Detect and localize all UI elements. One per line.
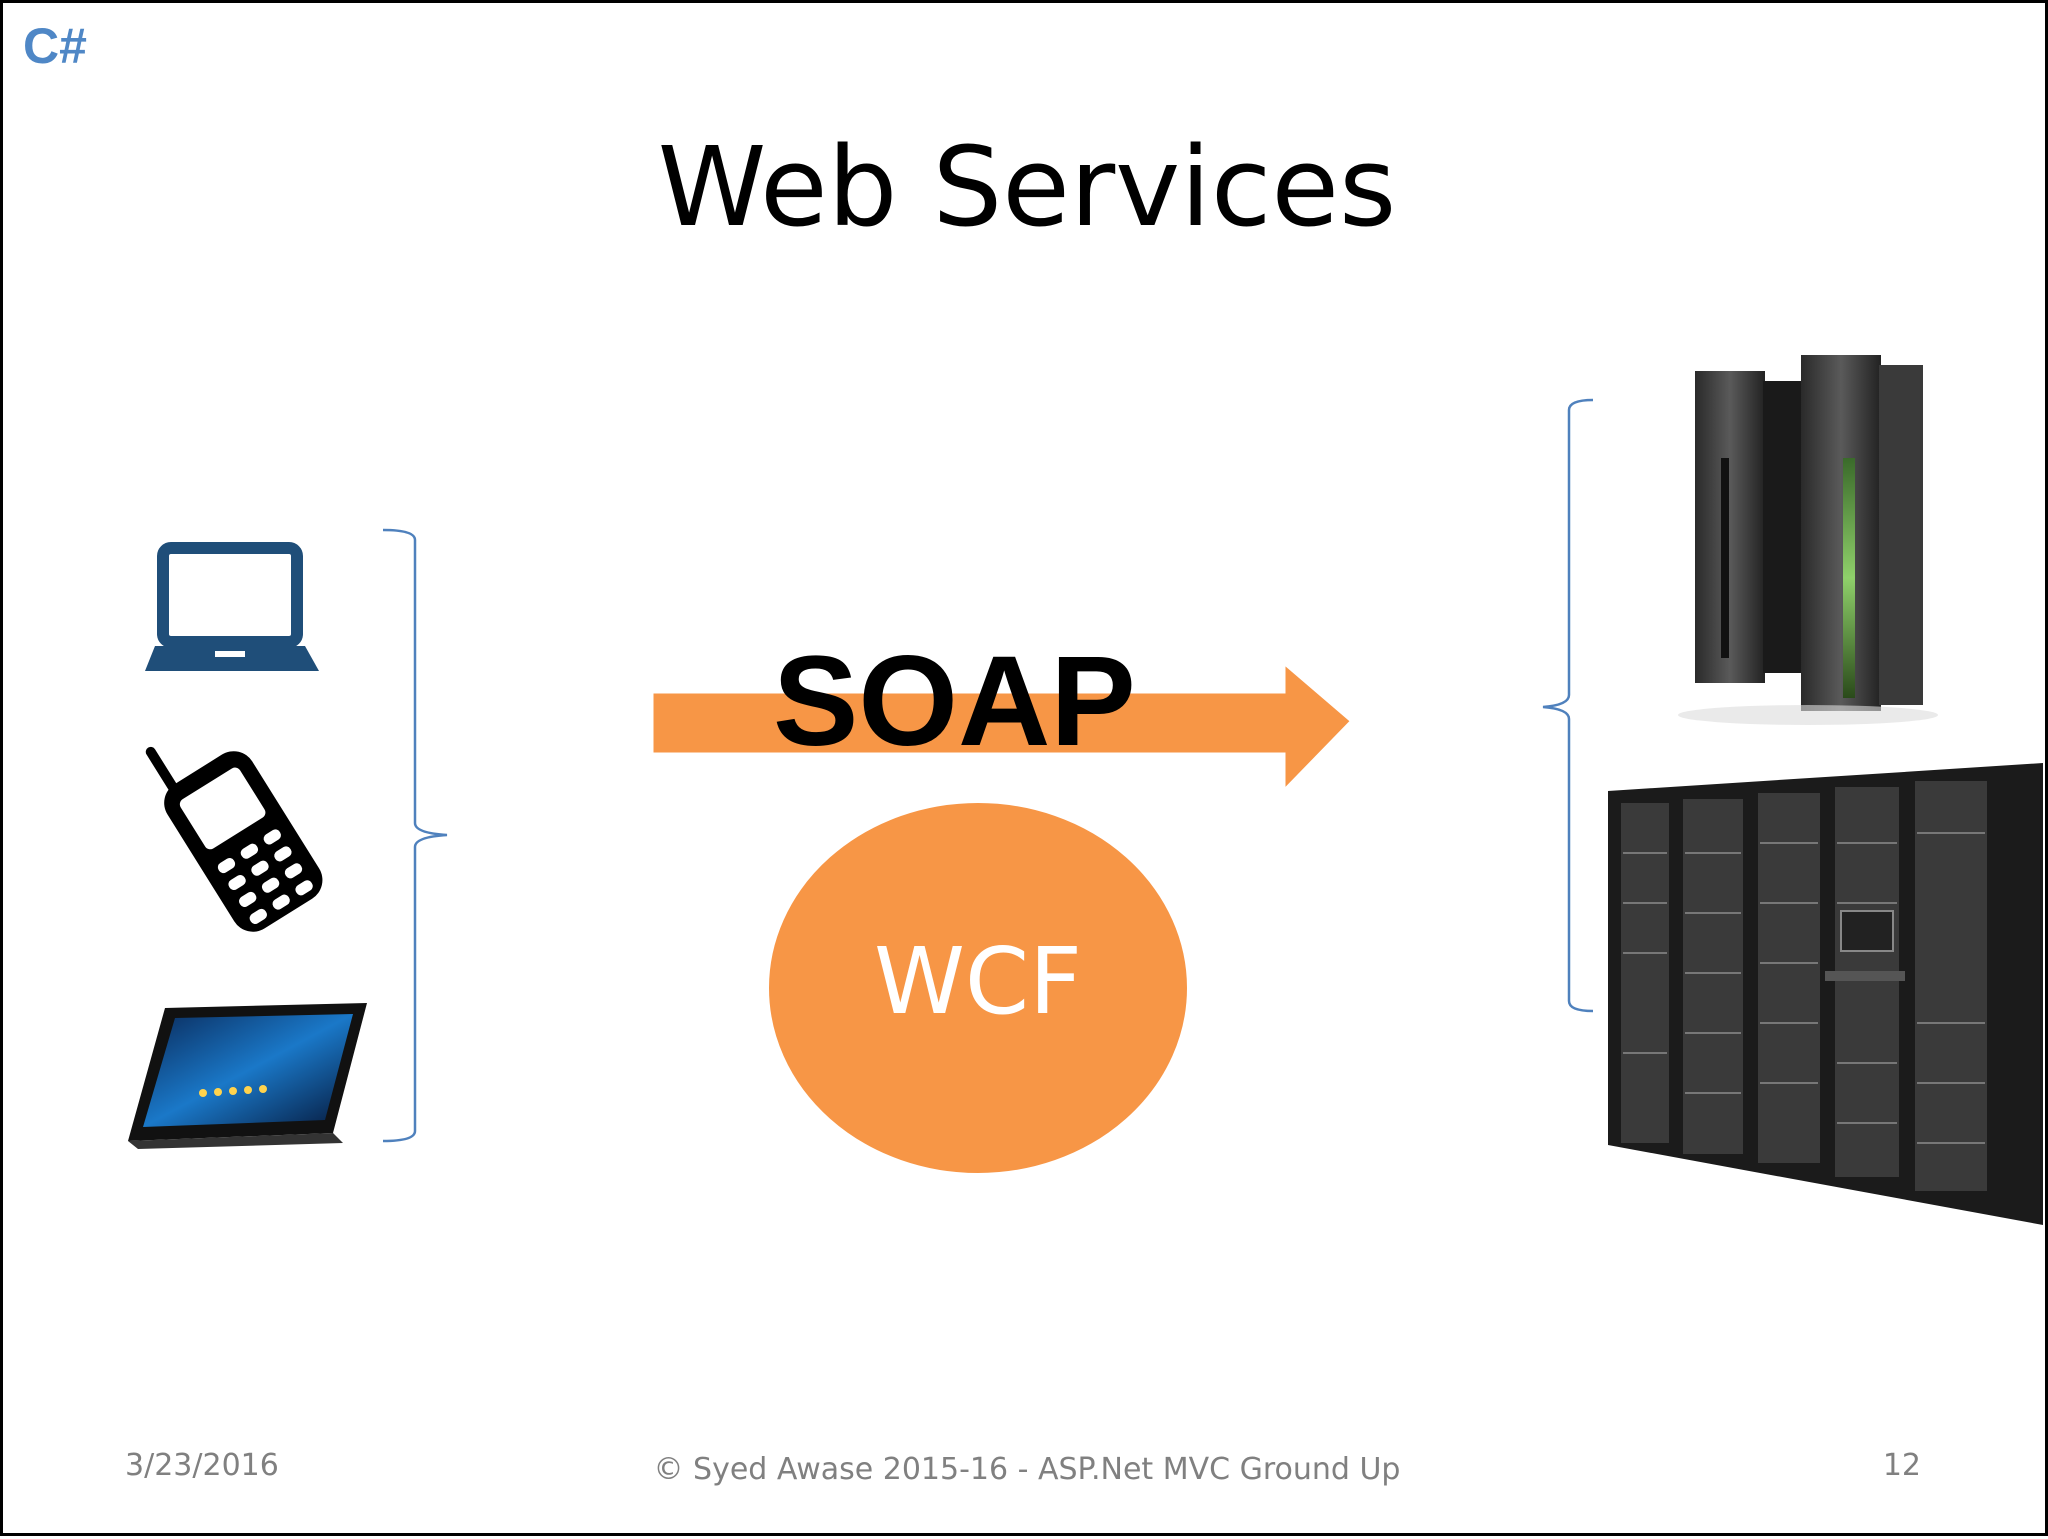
csharp-logo: C#: [23, 18, 87, 74]
server-bracket: [1542, 398, 1594, 1013]
wcf-label: WCF: [873, 928, 1083, 1035]
mobile-phone-icon: [145, 746, 323, 932]
laptop-icon: [145, 542, 319, 671]
footer-page-number: 12: [1882, 1448, 1921, 1483]
server-rack-icon: [1608, 763, 2043, 1225]
diagram-canvas: [128, 355, 2043, 1225]
soap-label: SOAP: [773, 630, 1136, 773]
tablet-icon: [128, 1003, 367, 1149]
mainframe-icon: [1678, 355, 1938, 725]
wcf-circle: [763, 797, 1193, 1179]
footer-copyright: © Syed Awase 2015-16 - ASP.Net MVC Groun…: [653, 1452, 1401, 1487]
footer-date: 3/23/2016: [125, 1448, 279, 1483]
soap-arrow: [648, 655, 1357, 800]
client-bracket: [382, 528, 448, 1143]
slide-title: Web Services: [657, 123, 1397, 251]
